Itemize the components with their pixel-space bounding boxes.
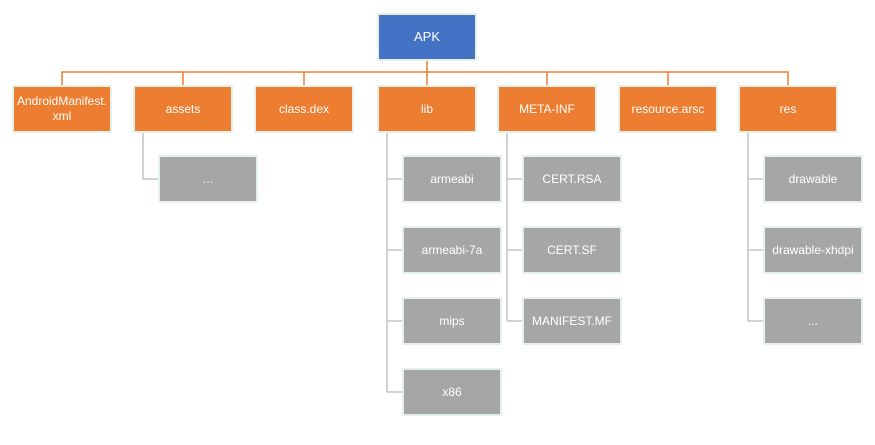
node-label: assets bbox=[165, 101, 201, 116]
leaf-connectors bbox=[142, 133, 763, 393]
node-label: x86 bbox=[442, 384, 462, 399]
node-androidmanifest-xml: AndroidManifest. xml bbox=[12, 85, 112, 133]
node-label: class.dex bbox=[278, 101, 330, 116]
node-label: lib bbox=[420, 101, 433, 116]
node-lib: lib bbox=[377, 85, 477, 133]
node-label: drawable bbox=[788, 171, 838, 186]
node-label: res bbox=[779, 101, 797, 116]
node-assets-ellipsis: ... bbox=[158, 155, 258, 203]
node-label: resource.arsc bbox=[631, 101, 705, 116]
node-label: drawable-xhdpi bbox=[772, 242, 854, 257]
node-label: APK bbox=[413, 28, 440, 44]
node-drawable-xhdpi: drawable-xhdpi bbox=[763, 226, 863, 274]
node-apk: APK bbox=[377, 13, 477, 61]
node-label: armeabi-7a bbox=[421, 242, 483, 257]
node-label: ... bbox=[202, 171, 213, 186]
node-armeabi-7a: armeabi-7a bbox=[402, 226, 502, 274]
node-manifest-mf: MANIFEST.MF bbox=[522, 297, 622, 345]
node-label: ... bbox=[807, 313, 818, 328]
node-label: MANIFEST.MF bbox=[532, 313, 612, 328]
node-mips: mips bbox=[402, 297, 502, 345]
node-drawable: drawable bbox=[763, 155, 863, 203]
node-x86: x86 bbox=[402, 368, 502, 416]
node-assets: assets bbox=[133, 85, 233, 133]
root-branch-connectors bbox=[61, 61, 789, 85]
node-label: armeabi bbox=[430, 171, 474, 186]
node-res-ellipsis: ... bbox=[763, 297, 863, 345]
node-meta-inf: META-INF bbox=[497, 85, 597, 133]
node-class-dex: class.dex bbox=[254, 85, 354, 133]
node-cert-rsa: CERT.RSA bbox=[522, 155, 622, 203]
node-res: res bbox=[738, 85, 838, 133]
node-label: AndroidManifest. xml bbox=[16, 94, 108, 123]
node-label: mips bbox=[439, 313, 465, 328]
node-label: CERT.RSA bbox=[542, 171, 602, 186]
node-resource-arsc: resource.arsc bbox=[618, 85, 718, 133]
node-label: META-INF bbox=[519, 101, 575, 116]
node-label: CERT.SF bbox=[547, 242, 597, 257]
node-cert-sf: CERT.SF bbox=[522, 226, 622, 274]
node-armeabi: armeabi bbox=[402, 155, 502, 203]
